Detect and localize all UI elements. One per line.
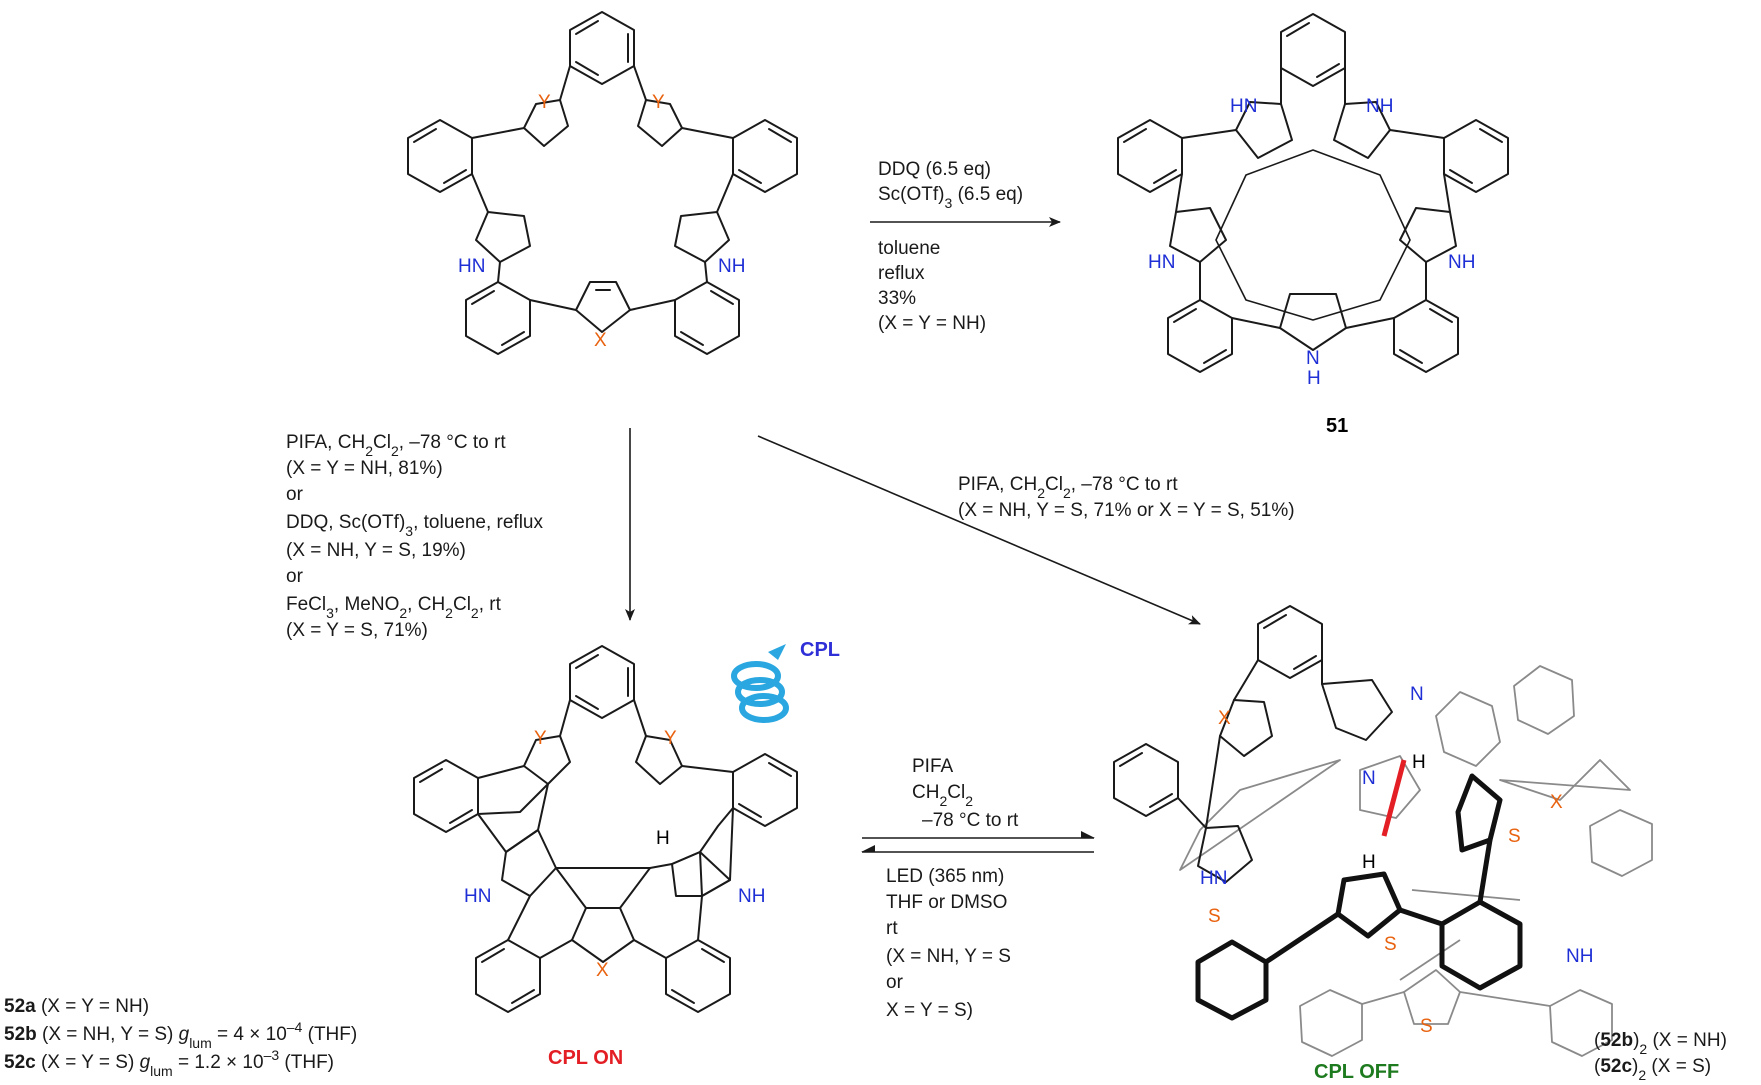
conditions-eq-forward: PIFA CH2Cl2 –78 °C to rt — [912, 756, 1019, 831]
arrow-to-dimer — [757, 435, 1201, 625]
atom-s-dimer-l: S — [1208, 906, 1221, 927]
atom-h-dimer-top: H — [1412, 752, 1426, 773]
legend-52c: 52c (X = Y = S) glum = 1.2 × 10–3 (THF) — [4, 1047, 334, 1079]
atom-nh-51-r: NH — [1448, 252, 1475, 273]
cpl-helix-icon — [731, 644, 789, 723]
atom-hn-51-tl: HN — [1230, 96, 1257, 117]
cond-eq-bot-4: (X = NH, Y = S — [886, 946, 1011, 967]
conditions-to-51: DDQ (6.5 eq) Sc(OTf)3 (6.5 eq) toluene r… — [878, 159, 1023, 334]
cond-52-line1: PIFA, CH2Cl2, –78 °C to rt — [286, 432, 506, 459]
atom-hn-51-l: HN — [1148, 252, 1175, 273]
cond-52-line2: (X = Y = NH, 81%) — [286, 458, 443, 479]
atom-x-dimer-tl: X — [1218, 708, 1231, 729]
legend-52b: 52b (X = NH, Y = S) glum = 4 × 10–4 (THF… — [4, 1019, 357, 1051]
atom-s-dimer-b: S — [1420, 1016, 1433, 1037]
compound-51-label: 51 — [1326, 415, 1348, 437]
cond-51-line2: Sc(OTf)3 (6.5 eq) — [878, 184, 1023, 211]
compound-51-structure: HN NH HN NH N H 51 — [1117, 13, 1509, 437]
cond-51-line6: (X = Y = NH) — [878, 313, 986, 334]
starting-macrocycle: Y Y HN NH X — [407, 11, 798, 355]
conditions-eq-back: LED (365 nm) THF or DMSO rt (X = NH, Y =… — [886, 866, 1011, 1021]
cond-eq-bot-1: LED (365 nm) — [886, 866, 1004, 887]
atom-nh-51-b: N — [1306, 348, 1320, 369]
cpl-off-label: CPL OFF — [1314, 1061, 1399, 1083]
dimer-structure: X N H N H X S HN S S NH S CPL OFF — [1113, 605, 1653, 1083]
cond-51-line5: 33% — [878, 288, 916, 309]
cond-52-line6: or — [286, 566, 304, 587]
atom-hn-left: HN — [458, 256, 485, 277]
cond-eq-top-2: CH2Cl2 — [912, 782, 973, 809]
cpl-marker-label: CPL — [800, 639, 840, 661]
cond-eq-bot-2: THF or DMSO — [886, 892, 1007, 913]
cond-52-line5: (X = NH, Y = S, 19%) — [286, 540, 466, 561]
cond-eq-top-3: –78 °C to rt — [922, 810, 1019, 831]
cond-51-line4: reflux — [878, 263, 925, 284]
atom-y-52-right: Y — [664, 728, 677, 749]
atom-n-dimer-top: N — [1410, 684, 1424, 705]
atom-x-dimer-r: X — [1550, 792, 1563, 813]
cond-52-line3: or — [286, 484, 304, 505]
cond-51-line3: toluene — [878, 238, 940, 259]
atom-nh-dimer: NH — [1566, 946, 1593, 967]
atom-y-right: Y — [652, 92, 665, 113]
atom-x-52: X — [596, 960, 609, 981]
legend-52: 52a (X = Y = NH) 52b (X = NH, Y = S) glu… — [4, 996, 357, 1079]
atom-n-dimer-mid: N — [1362, 768, 1376, 789]
atom-nh-52: NH — [738, 886, 765, 907]
cond-eq-bot-3: rt — [886, 918, 898, 939]
cond-dimer-line1: PIFA, CH2Cl2, –78 °C to rt — [958, 474, 1178, 501]
cond-52-line8: (X = Y = S, 71%) — [286, 620, 428, 641]
legend-52a: 52a (X = Y = NH) — [4, 996, 149, 1017]
cleaved-bond — [1381, 759, 1407, 837]
compound-52-structure: Y Y H HN NH X CPL CPL ON — [413, 639, 840, 1069]
atom-y-52-left: Y — [534, 728, 547, 749]
atom-s-dimer-c: S — [1384, 934, 1397, 955]
cond-eq-bot-6: X = Y = S) — [886, 1000, 973, 1021]
cond-eq-top-1: PIFA — [912, 756, 954, 777]
atom-nh-right: NH — [718, 256, 745, 277]
cond-51-line1: DDQ (6.5 eq) — [878, 159, 991, 180]
atom-nh-51-tr: NH — [1366, 96, 1393, 117]
cond-dimer-line2: (X = NH, Y = S, 71% or X = Y = S, 51%) — [958, 500, 1295, 521]
atom-x-bottom: X — [594, 330, 607, 351]
cond-52-line7: FeCl3, MeNO2, CH2Cl2, rt — [286, 594, 502, 621]
atom-y-left: Y — [538, 92, 551, 113]
legend-52c-dimer: (52c)2 (X = S) — [1594, 1056, 1711, 1083]
atom-s-dimer-r: S — [1508, 826, 1521, 847]
atom-h-dimer-mid: H — [1362, 852, 1376, 873]
atom-h-51-b: H — [1307, 368, 1321, 389]
cond-eq-bot-5: or — [886, 972, 904, 993]
legend-52b-dimer: (52b)2 (X = NH) — [1594, 1030, 1727, 1057]
cond-52-line4: DDQ, Sc(OTf)3, toluene, reflux — [286, 512, 543, 539]
atom-hn-52: HN — [464, 886, 491, 907]
atom-h-52: H — [656, 828, 670, 849]
conditions-to-dimer: PIFA, CH2Cl2, –78 °C to rt (X = NH, Y = … — [958, 474, 1295, 521]
conditions-to-52: PIFA, CH2Cl2, –78 °C to rt (X = Y = NH, … — [286, 432, 543, 641]
atom-hn-dimer: HN — [1200, 868, 1227, 889]
cpl-on-label: CPL ON — [548, 1047, 623, 1069]
legend-dimer: (52b)2 (X = NH) (52c)2 (X = S) — [1594, 1030, 1727, 1083]
